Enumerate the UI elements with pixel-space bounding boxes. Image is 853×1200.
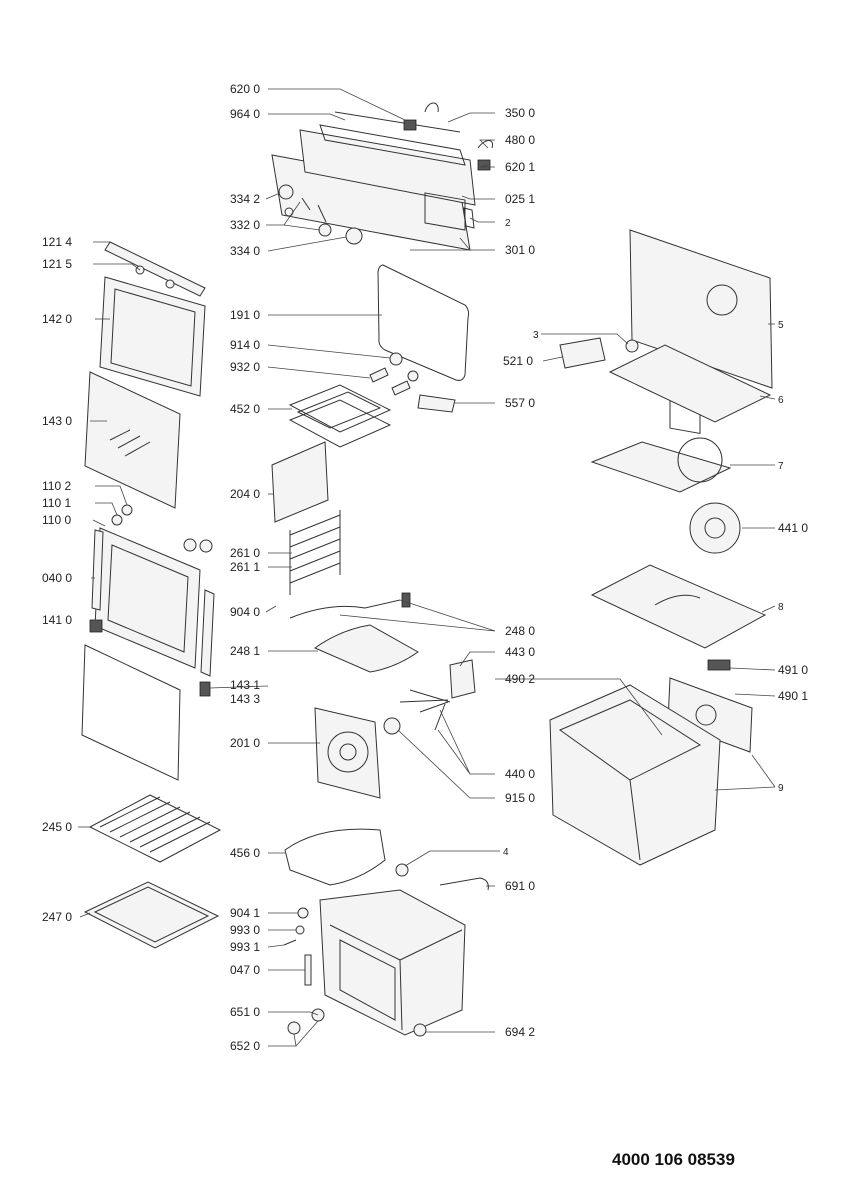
grill-element	[288, 384, 392, 448]
callout-8: 8	[778, 602, 784, 613]
callout-248-1: 248 1	[230, 644, 260, 658]
callout-334-2: 334 2	[230, 192, 260, 206]
panel-7	[590, 437, 732, 493]
callout-620-1: 620 1	[505, 160, 535, 174]
panel-8	[590, 564, 767, 649]
callout-964-0: 964 0	[230, 107, 260, 121]
callout-5: 5	[778, 320, 784, 331]
oven-cavity	[319, 889, 466, 1036]
fan-cover	[314, 707, 381, 799]
callout-557-0: 557 0	[505, 396, 535, 410]
callout-142-0: 142 0	[42, 312, 72, 326]
callout-labels: 620 0 964 0 350 0 480 0 620 1 334 2 025 …	[42, 82, 808, 1053]
callout-143-1: 143 1	[230, 678, 260, 692]
side-plate	[271, 441, 329, 523]
callout-110-2: 110 2	[42, 479, 71, 493]
callout-350-0: 350 0	[505, 106, 535, 120]
callout-993-1: 993 1	[230, 940, 260, 954]
door-gasket	[377, 264, 470, 381]
fan-441	[689, 502, 741, 554]
callout-694-2: 694 2	[505, 1025, 535, 1039]
document-number: 4000 106 08539	[612, 1150, 735, 1169]
callout-915-0: 915 0	[505, 791, 535, 805]
parts-drawings	[81, 102, 773, 1037]
inner-glass-panel	[99, 276, 206, 397]
callout-691-0: 691 0	[505, 879, 535, 893]
callout-521-0: 521 0	[503, 354, 533, 368]
callout-2: 2	[505, 218, 511, 229]
callout-245-0: 245 0	[42, 820, 72, 834]
housing-9	[549, 684, 721, 866]
callout-121-4: 121 4	[42, 235, 72, 249]
panel-6	[608, 344, 772, 423]
fan-motor	[383, 659, 476, 735]
callout-490-1: 490 1	[778, 689, 808, 703]
callout-443-0: 443 0	[505, 645, 535, 659]
callout-040-0: 040 0	[42, 571, 72, 585]
callout-4: 4	[503, 847, 509, 858]
callout-3: 3	[533, 330, 539, 341]
callout-456-0: 456 0	[230, 846, 260, 860]
callout-201-0: 201 0	[230, 736, 260, 750]
callout-301-0: 301 0	[505, 243, 535, 257]
callout-332-0: 332 0	[230, 218, 260, 232]
callout-904-0: 904 0	[230, 605, 260, 619]
callout-334-0: 334 0	[230, 244, 260, 258]
callout-261-1: 261 1	[230, 560, 260, 574]
callout-932-0: 932 0	[230, 360, 260, 374]
callout-652-0: 652 0	[230, 1039, 260, 1053]
callout-025-1: 025 1	[505, 192, 535, 206]
callout-491-0: 491 0	[778, 663, 808, 677]
callout-047-0: 047 0	[230, 963, 260, 977]
callout-480-0: 480 0	[505, 133, 535, 147]
callout-121-5: 121 5	[42, 257, 72, 271]
door-inner-frame	[91, 527, 215, 677]
shelf-guides	[289, 510, 341, 595]
callout-247-0: 247 0	[42, 910, 72, 924]
callout-6: 6	[778, 395, 784, 406]
leader-lines	[78, 88, 776, 1047]
control-panel-assembly	[271, 102, 494, 251]
wire-shelf	[88, 794, 222, 863]
callout-191-0: 191 0	[230, 308, 260, 322]
callout-651-0: 651 0	[230, 1005, 260, 1019]
callout-490-2: 490 2	[505, 672, 535, 686]
callout-248-0: 248 0	[505, 624, 535, 638]
callout-440-0: 440 0	[505, 767, 535, 781]
drip-tray	[83, 881, 220, 949]
callout-993-0: 993 0	[230, 923, 260, 937]
callout-904-1: 904 1	[230, 906, 260, 920]
callout-441-0: 441 0	[778, 521, 808, 535]
callout-9: 9	[778, 783, 784, 794]
callout-143-3: 143 3	[230, 692, 260, 706]
callout-914-0: 914 0	[230, 338, 260, 352]
callout-141-0: 141 0	[42, 613, 72, 627]
callout-110-1: 110 1	[42, 496, 71, 510]
callout-620-0: 620 0	[230, 82, 260, 96]
callout-204-0: 204 0	[230, 487, 260, 501]
callout-143-0: 143 0	[42, 414, 72, 428]
callout-7: 7	[778, 461, 784, 472]
callout-110-0: 110 0	[42, 513, 71, 527]
callout-452-0: 452 0	[230, 402, 260, 416]
outer-glass-panel	[84, 371, 181, 509]
callout-261-0: 261 0	[230, 546, 260, 560]
